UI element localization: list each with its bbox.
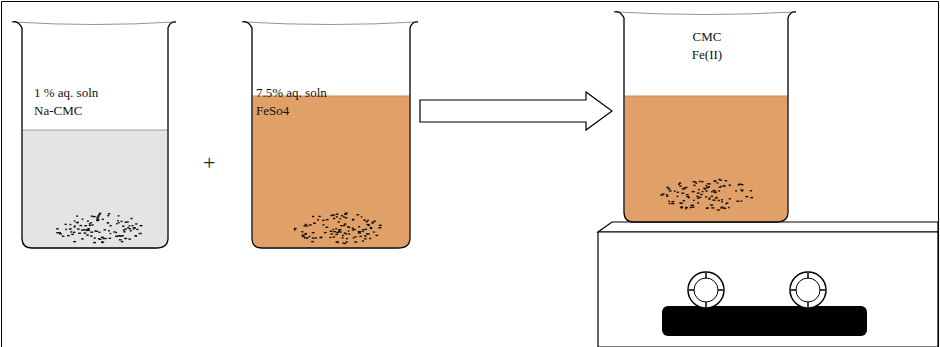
solution [253,96,410,247]
plus-sign: + [203,152,215,174]
beaker-label: 7.5% aq. soln FeSo4 [256,84,346,120]
hotplate-body [598,232,938,347]
beaker: 1 % aq. soln Na-CMC [10,18,178,248]
block-arrow [420,92,612,130]
beaker-label: 1 % aq. soln Na-CMC [34,84,120,120]
solution [625,96,788,221]
hotplate-top [598,222,938,232]
liquid-surface [23,130,168,131]
beaker-glass [242,22,418,248]
beaker: CMC Fe(II) [612,8,798,222]
sediment [660,179,753,211]
beaker: 7.5% aq. soln FeSo4 [240,18,420,248]
control-dial [688,272,724,308]
hotplate-display [662,306,867,336]
sediment [294,212,382,244]
beaker-glass [12,22,176,248]
beaker-outline [240,18,420,250]
solution [23,130,168,247]
control-dial [790,272,826,308]
sediment [56,213,142,244]
beaker-rim [244,22,416,25]
beaker-outline [10,18,178,250]
beaker-label: CMC Fe(II) [680,28,734,64]
liquid-surface [625,96,788,97]
beaker-rim [616,12,794,15]
beaker-glass [614,12,796,222]
beaker-rim [14,22,174,25]
